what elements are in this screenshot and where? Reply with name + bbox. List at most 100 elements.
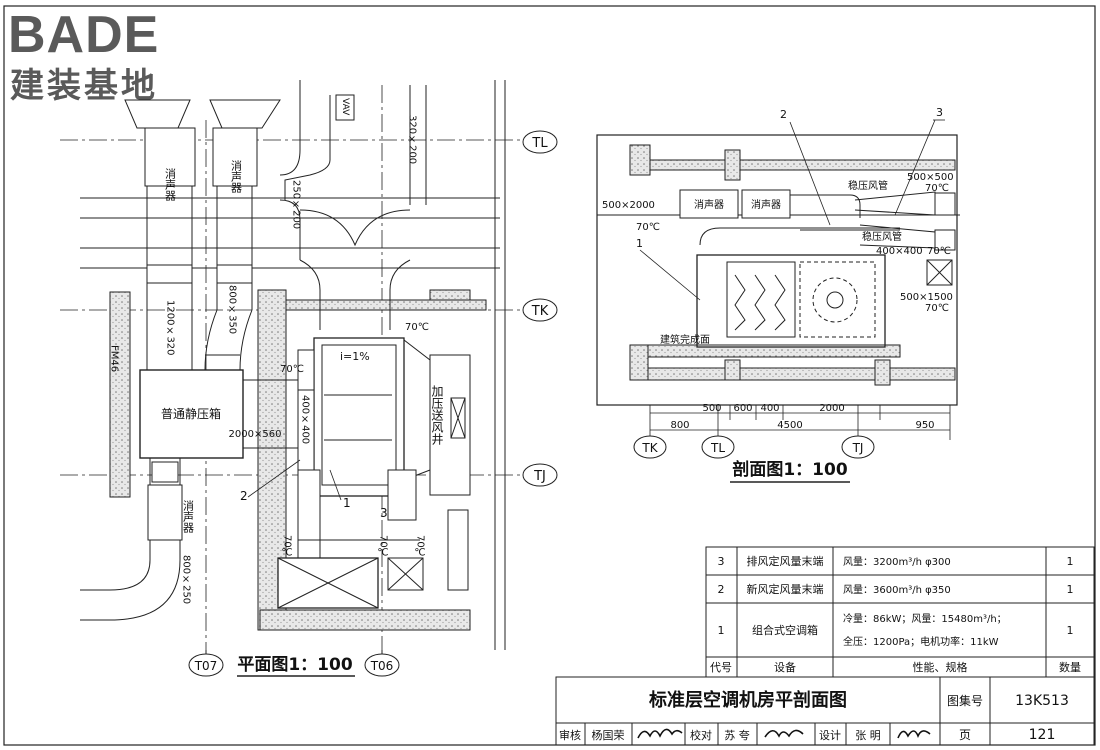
section-duct-500x1500: 500×1500 xyxy=(900,292,953,303)
plan-vav-label: VAV xyxy=(340,98,350,116)
section-stable-duct-2: 稳压风管 xyxy=(862,230,902,243)
plan-muffler-b-label: 消声器 xyxy=(230,159,243,194)
section-dim-600: 600 xyxy=(733,403,752,414)
svg-text:TJ: TJ xyxy=(533,469,546,484)
title-block: 标准层空调机房平剖面图 图集号 13K513 页 121 审核 杨国荣 校对 苏… xyxy=(555,676,1095,746)
plan-axis-t06: T06 xyxy=(364,653,400,677)
plan-temp-5: 70℃ xyxy=(414,535,425,559)
plan-static-box-label: 普通静压箱 xyxy=(161,406,221,421)
checker-signature xyxy=(764,729,804,738)
section-temp-2: 70℃ xyxy=(927,246,951,257)
plan-shaft-label: 加压送风井 xyxy=(430,385,444,446)
atlas-number: 13K513 xyxy=(1015,693,1069,709)
section-dim-400: 400 xyxy=(760,403,779,414)
section-temp-1: 70℃ xyxy=(925,183,949,194)
plan-axis-tj: TJ xyxy=(522,463,558,487)
plan-slope-label: i=1% xyxy=(340,350,370,363)
section-duct-500x2000: 500×2000 xyxy=(602,200,655,211)
plan-callout-3: 3 xyxy=(380,506,388,520)
section-dim-950: 950 xyxy=(915,420,934,431)
svg-text:排风定风量末端: 排风定风量末端 xyxy=(747,554,824,568)
section-callout-1: 1 xyxy=(636,237,643,250)
plan-temp-4: 70℃ xyxy=(377,535,388,559)
section-axis-tj: TJ xyxy=(841,435,875,459)
section-dim-4500: 4500 xyxy=(777,420,802,431)
svg-text:建装基地: 建装基地 xyxy=(10,66,158,106)
plan-view xyxy=(60,80,520,654)
section-muffler-a: 消声器 xyxy=(694,198,724,211)
sheet-title: 标准层空调机房平剖面图 xyxy=(648,689,847,711)
plan-axis-tl: TL xyxy=(522,130,558,154)
table-row: 3 排风定风量末端 风量：3200m³/h φ300 1 xyxy=(718,554,1074,568)
svg-text:新风定风量末端: 新风定风量末端 xyxy=(747,582,824,596)
plan-title: 平面图1：100 xyxy=(237,655,352,675)
table-header: 代号 设备 性能、规格 数量 xyxy=(710,660,1081,674)
plan-axis-tk: TK xyxy=(522,298,558,322)
svg-text:3: 3 xyxy=(718,555,725,568)
svg-text:TJ: TJ xyxy=(852,441,864,455)
plan-temp-2: 70℃ xyxy=(405,322,429,333)
table-row: 2 新风定风量末端 风量：3600m³/h φ350 1 xyxy=(718,582,1074,596)
section-title: 剖面图1：100 xyxy=(732,459,847,480)
designer-name: 张 明 xyxy=(855,729,881,742)
svg-text:1: 1 xyxy=(1067,555,1074,568)
plan-callout-2: 2 xyxy=(240,489,248,503)
section-stable-duct-1: 稳压风管 xyxy=(848,179,888,192)
plan-duct-2000x560: 2000×560 xyxy=(229,429,282,440)
section-temp-3: 70℃ xyxy=(925,303,949,314)
plan-duct-800x350: 800×350 xyxy=(227,285,238,334)
svg-text:组合式空调箱: 组合式空调箱 xyxy=(752,623,818,637)
svg-text:T07: T07 xyxy=(194,659,218,673)
plan-duct-250x200: 250×200 xyxy=(291,180,302,229)
checker-name: 苏 夸 xyxy=(724,728,750,742)
section-view xyxy=(596,119,960,440)
svg-text:TK: TK xyxy=(641,441,658,455)
svg-text:性能、规格: 性能、规格 xyxy=(913,660,968,674)
section-duct-400x400: 400×400 xyxy=(876,246,923,257)
section-duct-500x500: 500×500 xyxy=(907,172,954,183)
design-label: 设计 xyxy=(819,729,841,742)
svg-text:TK: TK xyxy=(531,304,549,319)
section-callout-3: 3 xyxy=(936,106,943,119)
svg-text:2: 2 xyxy=(718,583,725,596)
section-dim-500: 500 xyxy=(702,403,721,414)
plan-muffler-c-label: 消声器 xyxy=(182,499,195,534)
page-label: 页 xyxy=(959,728,971,742)
svg-text:1: 1 xyxy=(1067,624,1074,637)
reviewer-name: 杨国荣 xyxy=(592,728,625,742)
svg-text:1: 1 xyxy=(718,624,725,637)
reviewer-signature xyxy=(637,728,683,739)
svg-text:冷量：86kW；风量：15480m³/h；: 冷量：86kW；风量：15480m³/h； xyxy=(843,612,1007,625)
svg-text:风量：3600m³/h φ350: 风量：3600m³/h φ350 xyxy=(843,584,951,596)
svg-text:1: 1 xyxy=(1067,583,1074,596)
plan-duct-800x250: 800×250 xyxy=(181,555,192,604)
plan-temp-1: 70℃ xyxy=(280,364,304,375)
section-axis-tk: TK xyxy=(633,435,667,459)
svg-text:TL: TL xyxy=(710,441,725,455)
section-axis-tl: TL xyxy=(701,435,735,459)
plan-callout-1: 1 xyxy=(343,496,351,510)
svg-text:T06: T06 xyxy=(370,659,394,673)
plan-muffler-a-label: 消声器 xyxy=(164,167,177,202)
svg-text:数量: 数量 xyxy=(1059,661,1081,674)
page-number: 121 xyxy=(1029,727,1056,743)
plan-duct-400x400: 400×400 xyxy=(300,395,311,444)
plan-duct-320x200: 320×200 xyxy=(407,115,418,164)
designer-signature xyxy=(897,730,931,739)
section-muffler-b: 消声器 xyxy=(751,198,781,211)
bade-logo: BADE 建装基地 xyxy=(8,6,158,106)
section-temp-4: 70℃ xyxy=(636,222,660,233)
table-row: 1 组合式空调箱 冷量：86kW；风量：15480m³/h； 全压：1200Pa… xyxy=(718,612,1074,648)
plan-duct-1200x320: 1200×320 xyxy=(165,300,176,356)
section-base-label: 建筑完成面 xyxy=(660,333,710,346)
svg-text:代号: 代号 xyxy=(710,661,732,674)
atlas-label: 图集号 xyxy=(947,693,983,708)
plan-temp-3: 70℃ xyxy=(281,535,292,559)
svg-text:设备: 设备 xyxy=(774,660,796,674)
equipment-table: 3 排风定风量末端 风量：3200m³/h φ300 1 2 新风定风量末端 风… xyxy=(705,546,1095,678)
sheet-border xyxy=(3,5,1096,746)
review-label: 审核 xyxy=(559,728,581,742)
svg-text:风量：3200m³/h φ300: 风量：3200m³/h φ300 xyxy=(843,556,951,568)
svg-text:TL: TL xyxy=(531,136,548,151)
